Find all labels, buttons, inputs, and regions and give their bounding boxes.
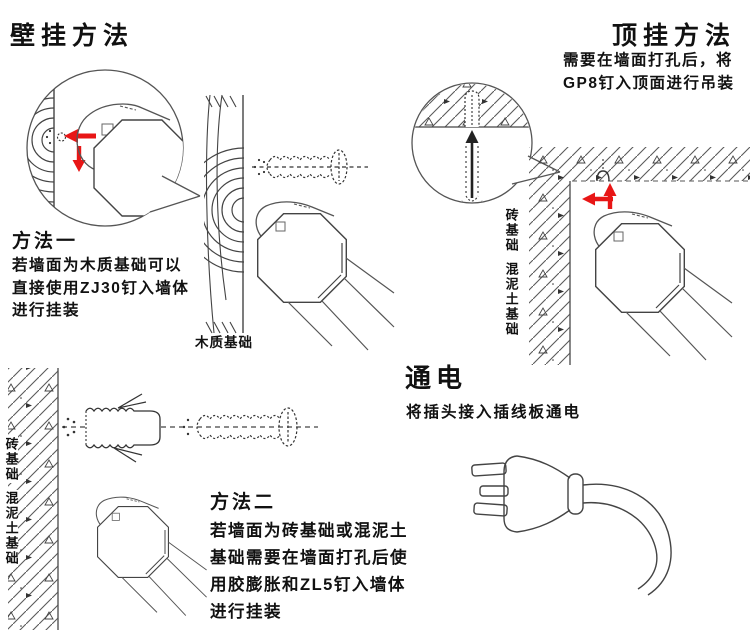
wall-base-labels-right: 砖基础 混泥土基础: [503, 207, 519, 338]
power-plug-icon: [471, 455, 672, 596]
screw-zl5-icon: [182, 407, 298, 447]
device-hanging-icon: [593, 211, 733, 361]
ceiling-desc-line-2: GP8钉入顶面进行吊装: [563, 74, 735, 92]
method1-line-2: 直接使用ZJ30钉入墙体: [12, 279, 190, 297]
power-on-desc: 将插头接入插线板通电: [406, 404, 582, 421]
device-on-wood-wall-icon: [255, 201, 395, 351]
red-arrow-left-icon: [64, 129, 96, 143]
method2-line-1: 若墙面为砖基础或混泥土: [210, 522, 408, 540]
power-cord-icon: [582, 483, 672, 596]
method2-line-3: 用胶膨胀和ZL5钉入墙体: [210, 576, 406, 594]
power-on-title: 通电: [405, 363, 468, 393]
method2-description: 若墙面为砖基础或混泥土 基础需要在墙面打孔后使 用胶膨胀和ZL5钉入墙体 进行挂…: [210, 518, 408, 626]
wood-wall-strip: [204, 94, 244, 334]
concrete-base-label-left: 混泥土基础: [3, 490, 19, 567]
red-arrow-up-icon: [603, 183, 617, 209]
screw-driving-up-icon: [460, 130, 484, 202]
wall-base-labels-left: 砖基础 混泥土基础: [3, 436, 19, 567]
brick-base-label-right: 砖基础: [503, 207, 519, 254]
ceiling-desc-line-1: 需要在墙面打孔后，将: [563, 52, 734, 69]
method1-line-1: 若墙面为木质基础可以: [12, 257, 183, 274]
method1-line-3: 进行挂装: [12, 302, 81, 319]
method2-heading: 方法二: [210, 492, 277, 513]
screw-head-in-wall-icon: [45, 129, 67, 145]
expansion-anchor-icon: [62, 393, 161, 463]
ceiling-mount-title: 顶挂方法: [612, 22, 737, 50]
concrete-base-label-right: 混泥土基础: [503, 261, 519, 338]
method1-heading: 方法一: [12, 231, 79, 252]
anchor-in-ceiling-icon: [464, 90, 480, 127]
ceiling-hook-icon: [596, 170, 610, 182]
ceiling-mount-desc: 需要在墙面打孔后，将 GP8钉入顶面进行吊装: [563, 50, 735, 95]
wall-mount-title: 壁挂方法: [10, 22, 135, 50]
method2-line-2: 基础需要在墙面打孔后使: [210, 549, 408, 567]
brick-base-label-left: 砖基础: [3, 436, 19, 483]
wood-base-label: 木质基础: [195, 335, 253, 350]
device-on-brick-wall-icon: [95, 496, 208, 617]
wood-grain-icon: [27, 70, 55, 226]
ceiling-wall-corner: [529, 147, 750, 365]
method1-description: 若墙面为木质基础可以 直接使用ZJ30钉入墙体 进行挂装: [12, 255, 189, 323]
zoom-bubble-wall: [26, 69, 201, 227]
red-arrow-down-icon: [72, 146, 86, 172]
red-arrow-left2-icon: [582, 192, 613, 206]
screw-zj30-icon: [252, 149, 368, 185]
method2-line-4: 进行挂装: [210, 603, 282, 621]
